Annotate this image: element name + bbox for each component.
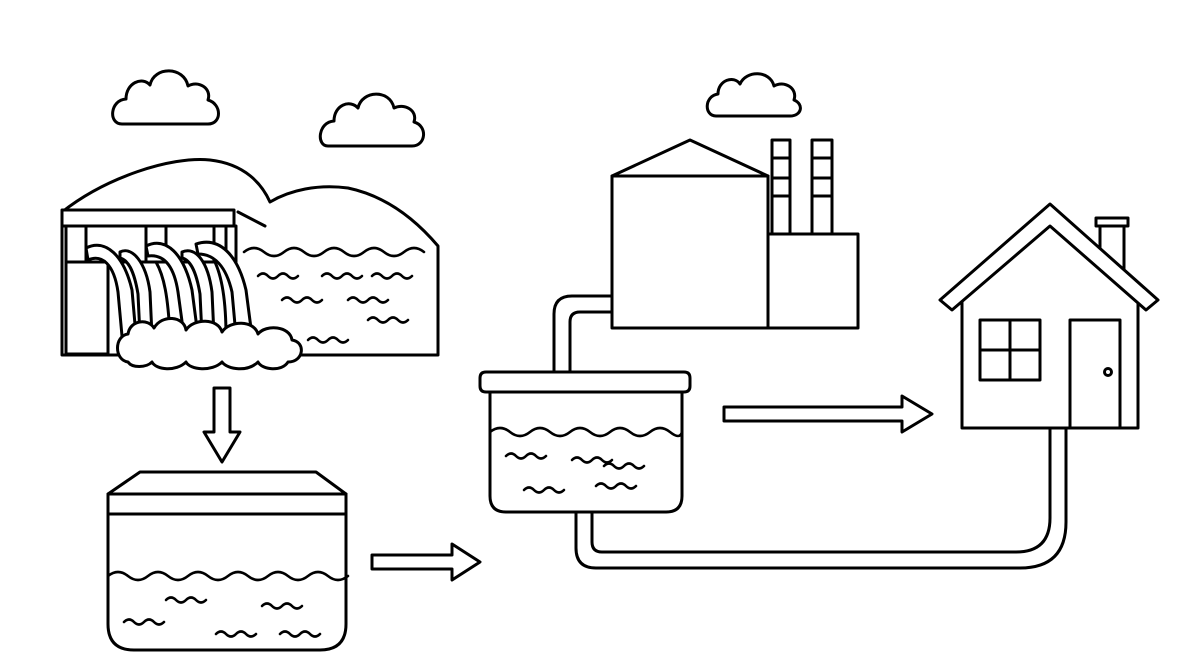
- reservoir-tank-icon: [106, 470, 350, 652]
- arrow-right-icon: [370, 542, 482, 582]
- cloud-icon: [705, 72, 802, 118]
- pipe-to-house: [574, 426, 1068, 570]
- factory-icon: [610, 138, 860, 330]
- arrow-right-icon: [722, 394, 934, 434]
- water-treatment-tank-icon: [478, 370, 692, 514]
- arrow-down-icon: [202, 386, 242, 464]
- pipe-to-factory: [552, 294, 614, 378]
- hydroelectric-dam-icon: [60, 158, 440, 371]
- house-icon: [938, 202, 1160, 430]
- cloud-icon: [111, 69, 220, 126]
- cloud-icon: [318, 92, 425, 148]
